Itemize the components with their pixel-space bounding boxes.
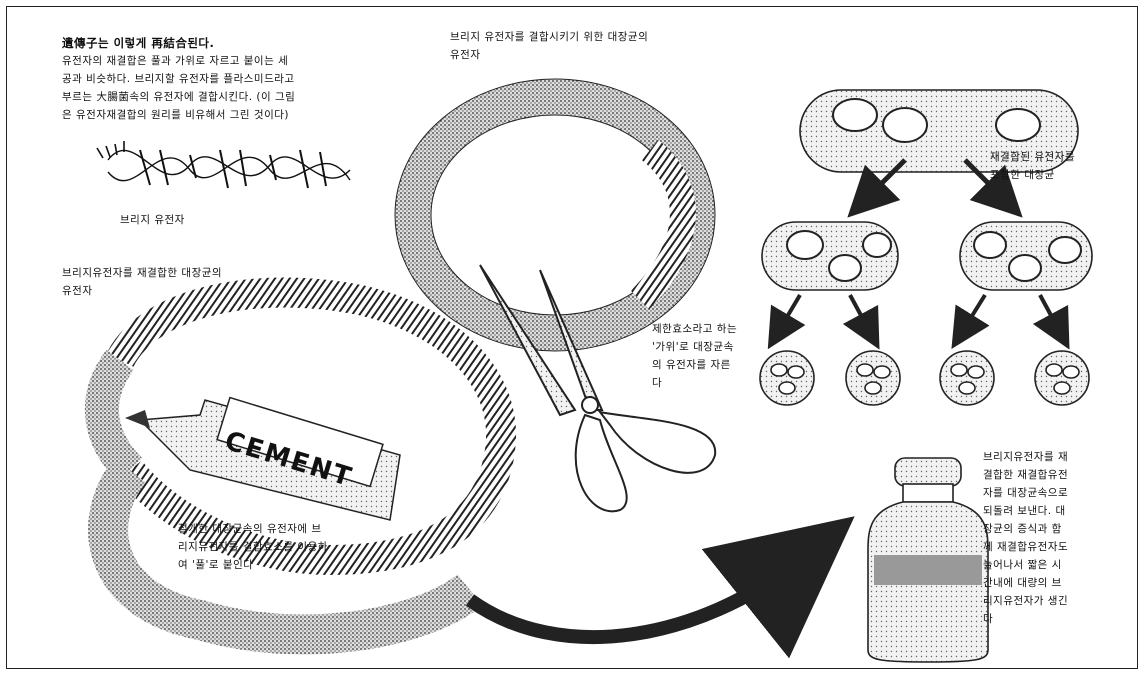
recombined-ecoli-label: 재결합된 유전자를 포함한 대장균: [990, 148, 1120, 184]
glue-note: 절개한 대장균속의 유전자에 브 리지유전자를 결합효소를 이용하 여 '풀'로…: [178, 520, 418, 574]
recombined-ecoli-gene-label: 브리지유전자를 재결합한 대장균의 유전자: [62, 264, 342, 300]
intro-body: 유전자의 재결합은 풀과 가위로 자르고 붙이는 세 공과 비슷하다. 브리지할…: [62, 52, 352, 124]
ecoli-gene-label: 브리지 유전자를 결합시키기 위한 대장균의 유전자: [450, 28, 740, 64]
transfer-arrow: [470, 560, 800, 637]
bacterium-middle-right: [960, 222, 1092, 290]
bridge-gene-helix: [97, 141, 350, 188]
scissors-note: 제한효소라고 하는 '가위'로 대장균속 의 유전자를 자른 다: [652, 320, 782, 392]
bottle-note: 브리지유전자를 재 결합한 재결합유전 자를 대장균속으로 되돌려 보낸다. 대…: [983, 448, 1103, 628]
bacterium-bottom-row: [760, 351, 1089, 405]
bridge-gene-label: 브리지 유전자: [120, 211, 185, 229]
bacterium-middle-left: [762, 222, 898, 290]
intro-title: 遺傳子는 이렇게 再結合된다.: [62, 34, 214, 52]
culture-bottle: [868, 458, 988, 662]
